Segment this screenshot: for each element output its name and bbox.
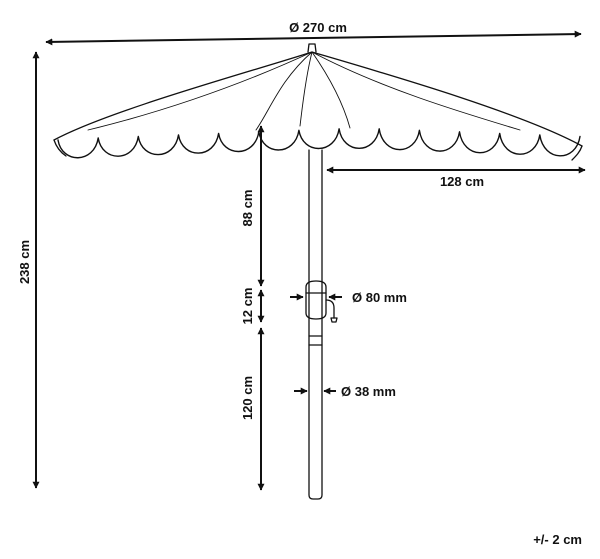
crank-mechanism: [305, 280, 338, 323]
lower-pole-label: 120 cm: [240, 376, 255, 420]
canopy-to-crank-label: 88 cm: [240, 190, 255, 227]
umbrella-drawing: [53, 43, 583, 500]
crank-diameter-label: Ø 80 mm: [352, 290, 407, 305]
diameter-dimension-line: [45, 30, 582, 46]
finial: [307, 43, 317, 53]
crank-section-label: 12 cm: [240, 288, 255, 325]
umbrella-pole: [308, 149, 323, 500]
canopy-rim-left: [53, 139, 67, 157]
canopy-rim-right: [571, 145, 583, 161]
dimension-lines: [32, 30, 586, 491]
total-height-label: 238 cm: [17, 240, 32, 284]
pole-diameter-label: Ø 38 mm: [341, 384, 396, 399]
tolerance-label: +/- 2 cm: [533, 532, 582, 547]
canopy-ribs: [87, 51, 521, 131]
scalloped-valance: [57, 128, 581, 159]
canopy-diameter-label: Ø 270 cm: [289, 20, 347, 35]
dimension-labels: Ø 270 cm 238 cm 128 cm 88 cm 12 cm 120 c…: [17, 20, 582, 547]
canopy-radius-label: 128 cm: [440, 174, 484, 189]
canopy-outline: [53, 51, 583, 147]
